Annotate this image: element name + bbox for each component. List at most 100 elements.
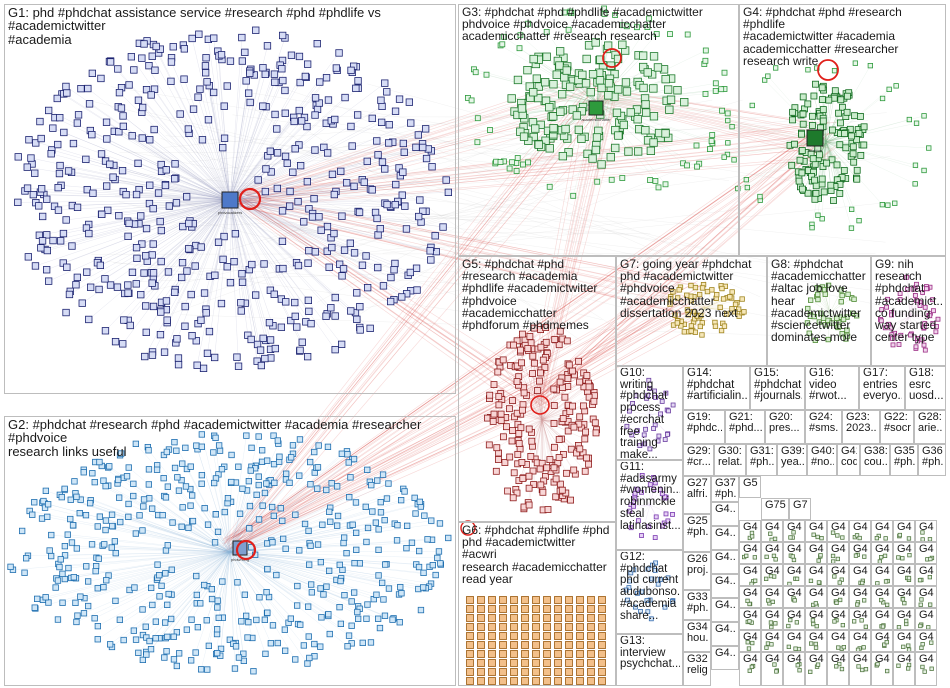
edge (278, 230, 651, 234)
edge (596, 102, 666, 185)
group-label-g7: G7: going year #phdchat phd #academictwi… (620, 258, 752, 320)
tiny-group-label: G4... (809, 588, 824, 599)
tiny-group-cell: G4... (761, 630, 783, 652)
group-label-g34: G34: hou... (687, 622, 708, 645)
edge (599, 96, 819, 144)
edge (229, 74, 266, 201)
tiny-group-cell: G4... (711, 550, 739, 574)
edge (229, 479, 287, 553)
edge (91, 253, 876, 255)
group-panel-g4: G4: #phdchat #phd #research #phdlife #ac… (739, 4, 946, 256)
edge (224, 99, 743, 252)
group-panel-g30: G30: relat... (714, 444, 746, 476)
edge (200, 551, 231, 670)
edge (233, 98, 610, 547)
edge (208, 39, 231, 201)
edge (229, 551, 400, 623)
edge (213, 435, 231, 553)
edge (91, 544, 231, 553)
edge (134, 551, 231, 588)
tiny-group-label: G4... (765, 588, 780, 599)
edge (228, 297, 687, 545)
tiny-group-label: G4... (831, 654, 846, 665)
edge (234, 406, 546, 549)
group-label-g37: G37: #ph... (715, 478, 736, 501)
tiny-group-label: G4... (809, 566, 824, 577)
edge (229, 551, 309, 607)
edge (229, 503, 418, 553)
edge (133, 551, 231, 631)
tiny-group-cell: G4... (871, 586, 893, 608)
edge (225, 281, 679, 539)
edge (535, 147, 822, 404)
tiny-group-label: G4... (831, 566, 846, 577)
tiny-group-label: G4... (809, 522, 824, 533)
edge (215, 514, 231, 553)
group-panel-g21: G21: #phd... (725, 410, 765, 444)
tiny-group-label: G4... (765, 654, 780, 665)
group-label-g13: G13: interview psychchat... (620, 636, 680, 671)
edge (30, 157, 231, 201)
edge (229, 199, 363, 266)
edge (231, 93, 606, 545)
group-label-g3: G3: #phdchat #phd #phdlife #academictwit… (462, 6, 703, 43)
edge (237, 303, 709, 547)
tiny-group-cell: G4... (827, 652, 849, 686)
edge (188, 527, 231, 553)
edge (150, 551, 231, 650)
edge (229, 519, 385, 553)
edge (229, 192, 449, 201)
edge (191, 551, 231, 620)
edge (229, 111, 396, 201)
tiny-group-cell: G4... (761, 564, 783, 586)
edge (822, 141, 827, 163)
edge (128, 516, 231, 553)
tiny-group-label: G4... (919, 654, 934, 665)
group-panel-g28: G28: arie... (914, 410, 946, 444)
edge (225, 311, 681, 551)
edge (223, 80, 585, 540)
edge (229, 551, 329, 617)
tiny-group-cell: G4... (783, 608, 805, 630)
group-panel-g11: G11: #adasarmy #womenin... robinmckie st… (616, 460, 683, 550)
edge (540, 91, 616, 399)
edge (229, 199, 275, 295)
edge (229, 199, 336, 298)
edge (229, 551, 329, 615)
group-label-g75: G75... (765, 500, 786, 511)
edge (229, 199, 437, 252)
edge (229, 551, 299, 625)
edge (531, 129, 813, 397)
group-panel-g35: G35: #ph... (890, 444, 918, 476)
tiny-group-cell: G4... (871, 542, 893, 564)
tiny-group-cell: G4... (783, 520, 805, 542)
edge (153, 199, 231, 279)
edge (217, 531, 231, 553)
edge (229, 461, 280, 553)
edge (123, 199, 231, 321)
edge (105, 199, 231, 331)
edge (222, 551, 231, 618)
edge (538, 152, 829, 406)
edge (192, 521, 231, 553)
edge (229, 551, 433, 566)
edge (118, 201, 603, 321)
tiny-group-cell: G4... (739, 652, 761, 686)
edge (27, 551, 231, 556)
edge (76, 548, 231, 553)
edge (596, 102, 723, 111)
edge (229, 97, 346, 201)
tiny-group-label: G4... (853, 632, 868, 643)
tiny-group-label: G4... (715, 600, 736, 611)
edge (208, 119, 231, 201)
edge (229, 551, 242, 622)
edge (59, 173, 231, 201)
edge (114, 179, 231, 201)
edge (229, 551, 358, 613)
edge (236, 88, 618, 543)
edge (528, 350, 543, 421)
edge (247, 157, 840, 208)
edge (226, 288, 681, 541)
edge (213, 38, 231, 201)
group-panel-g18: G18: esrc uosd... (905, 366, 946, 410)
